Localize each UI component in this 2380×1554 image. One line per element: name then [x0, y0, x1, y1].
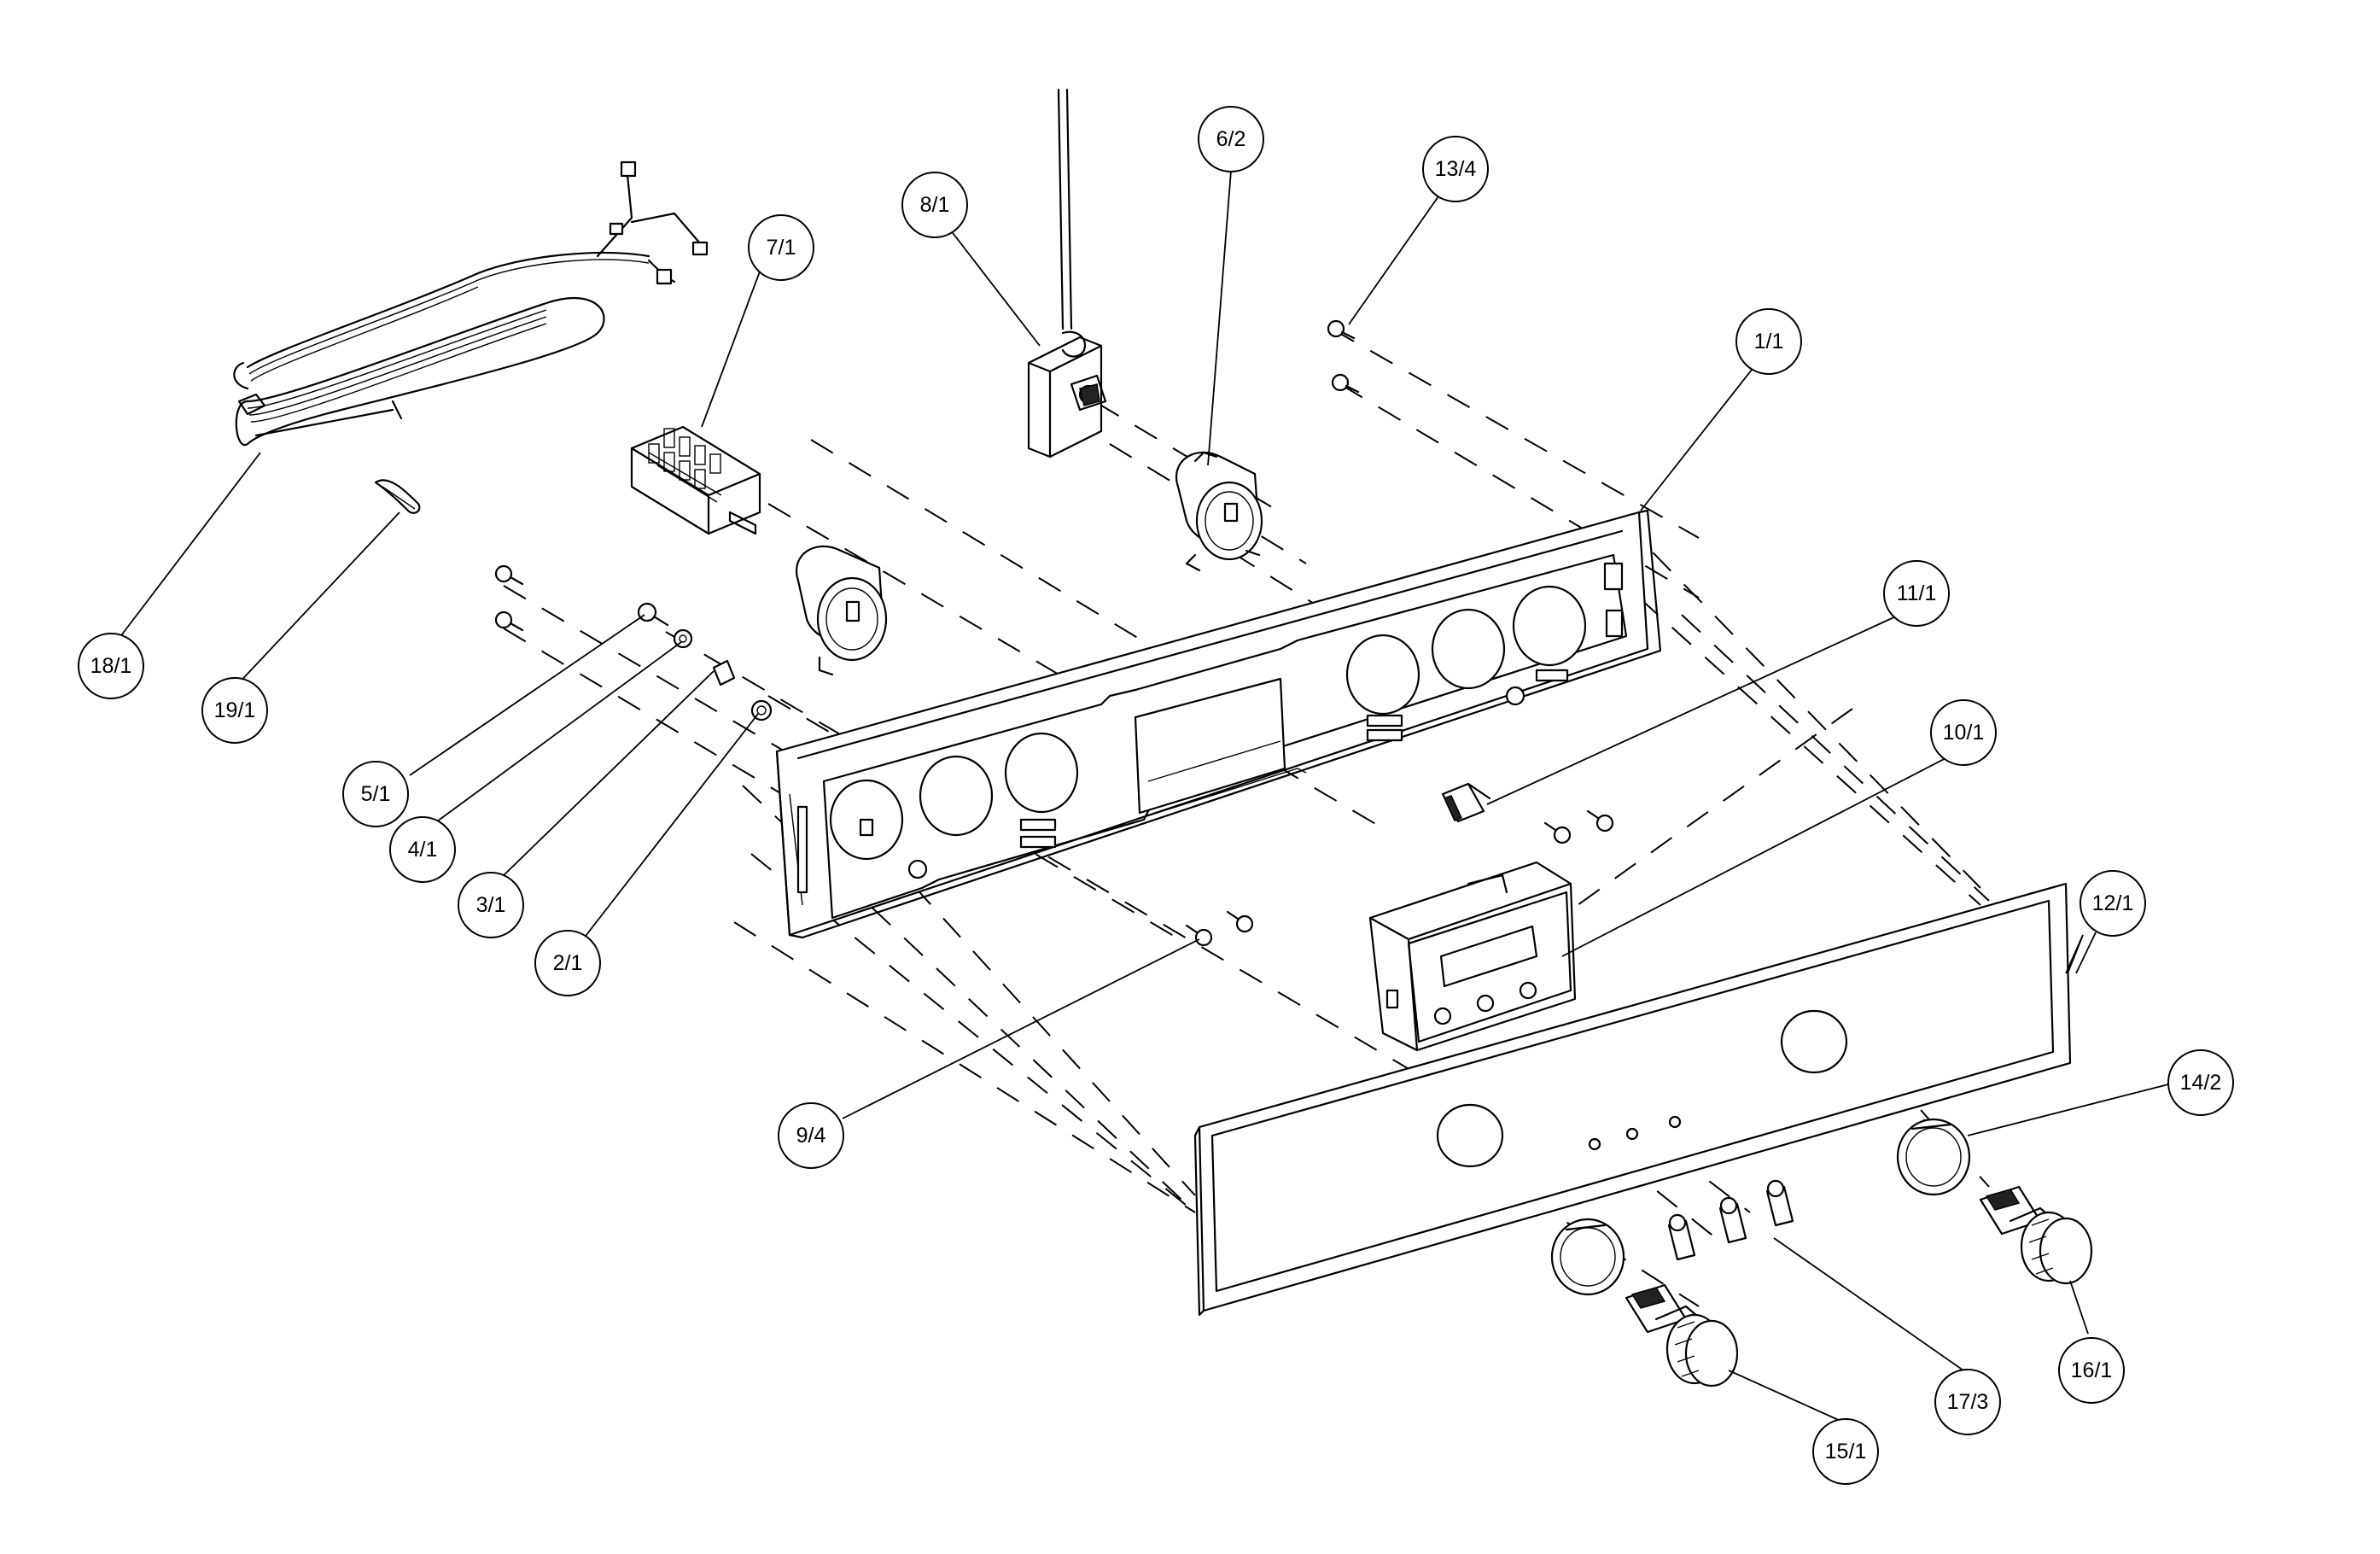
- thermostat: [1027, 88, 1107, 459]
- callout-12-label: 12/1: [2092, 891, 2134, 915]
- frame-knob-hole-6: [1512, 585, 1587, 667]
- callout-9: 9/4: [778, 1102, 844, 1169]
- control-panel-frame: [775, 509, 1662, 939]
- callout-3-label: 3/1: [476, 893, 506, 917]
- screw-panel-c: [1586, 809, 1614, 832]
- callout-9-label: 9/4: [796, 1124, 826, 1148]
- frame-knob-hole-5: [1431, 608, 1506, 690]
- callout-7: 7/1: [748, 214, 814, 281]
- callout-13: 13/4: [1422, 136, 1489, 202]
- callout-4-label: 4/1: [408, 838, 438, 862]
- clock-timer-module: [1368, 861, 1577, 1052]
- callout-18: 18/1: [78, 633, 144, 699]
- callout-5: 5/1: [342, 761, 409, 827]
- callout-5-label: 5/1: [361, 782, 391, 806]
- callout-17-label: 17/3: [1947, 1390, 1989, 1414]
- callout-6-label: 6/2: [1216, 127, 1246, 151]
- leader-lines: [110, 170, 2169, 1423]
- cable-tie: [374, 479, 421, 514]
- callout-7-label: 7/1: [767, 236, 796, 260]
- washer-4-1: [673, 628, 693, 649]
- callout-2-label: 2/1: [553, 951, 583, 975]
- callout-15: 15/1: [1812, 1418, 1879, 1485]
- energy-regulator-lower: [796, 545, 888, 676]
- callout-12: 12/1: [2080, 870, 2146, 937]
- callout-1-label: 1/1: [1754, 330, 1784, 353]
- clip-3-1: [712, 659, 736, 686]
- callout-8-label: 8/1: [920, 193, 950, 217]
- callout-16-label: 16/1: [2071, 1358, 2113, 1382]
- rocker-switch: [1441, 782, 1491, 823]
- callout-2: 2/1: [534, 930, 601, 996]
- callout-3: 3/1: [458, 872, 524, 938]
- callout-10-label: 10/1: [1943, 721, 1985, 745]
- screw-13-b: [1331, 373, 1360, 394]
- callout-10: 10/1: [1930, 699, 1997, 766]
- callout-8: 8/1: [901, 172, 968, 238]
- control-knob-right: [1979, 1185, 2093, 1285]
- front-fascia: [1193, 882, 2072, 1317]
- frame-knob-hole-1: [829, 779, 904, 861]
- screw-panel-d: [1543, 821, 1572, 844]
- callout-11: 11/1: [1883, 560, 1950, 627]
- screw-panel-b: [1185, 924, 1213, 947]
- callout-1: 1/1: [1735, 308, 1802, 375]
- callout-19-label: 19/1: [214, 698, 256, 722]
- knob-bezel-left: [1550, 1218, 1625, 1296]
- screw-5-1: [637, 602, 669, 627]
- screw-panel-a: [1226, 910, 1254, 933]
- screws-and-washers: [494, 319, 1614, 947]
- control-knob-left: [1625, 1283, 1739, 1388]
- frame-knob-hole-3: [1004, 732, 1079, 814]
- screw-a: [494, 564, 524, 586]
- callout-14-label: 14/2: [2180, 1071, 2222, 1095]
- callout-18-label: 18/1: [90, 654, 132, 678]
- leader-12-line: [2075, 932, 2097, 974]
- callout-19: 19/1: [201, 677, 268, 744]
- callout-11-label: 11/1: [1897, 581, 1937, 605]
- screw-13-a: [1327, 319, 1356, 340]
- callout-15-label: 15/1: [1825, 1440, 1867, 1463]
- callout-13-label: 13/4: [1435, 157, 1477, 181]
- energy-regulator-upper: [1175, 451, 1263, 572]
- callout-4: 4/1: [389, 816, 456, 883]
- knob-bezel-right: [1896, 1118, 1971, 1196]
- spacer-pins: [1667, 1179, 1794, 1261]
- fascia-knob-hole-right: [1780, 1009, 1848, 1074]
- callout-6: 6/2: [1198, 106, 1264, 172]
- fascia-knob-hole-left: [1436, 1103, 1504, 1168]
- selector-switch: [630, 425, 761, 535]
- frame-knob-hole-2: [919, 755, 994, 837]
- frame-knob-hole-4: [1345, 634, 1420, 716]
- callout-16: 16/1: [2058, 1337, 2125, 1404]
- callout-17: 17/3: [1934, 1369, 2001, 1435]
- wiring-harness: [233, 161, 709, 447]
- screw-b: [494, 610, 524, 632]
- callout-14: 14/2: [2167, 1049, 2234, 1116]
